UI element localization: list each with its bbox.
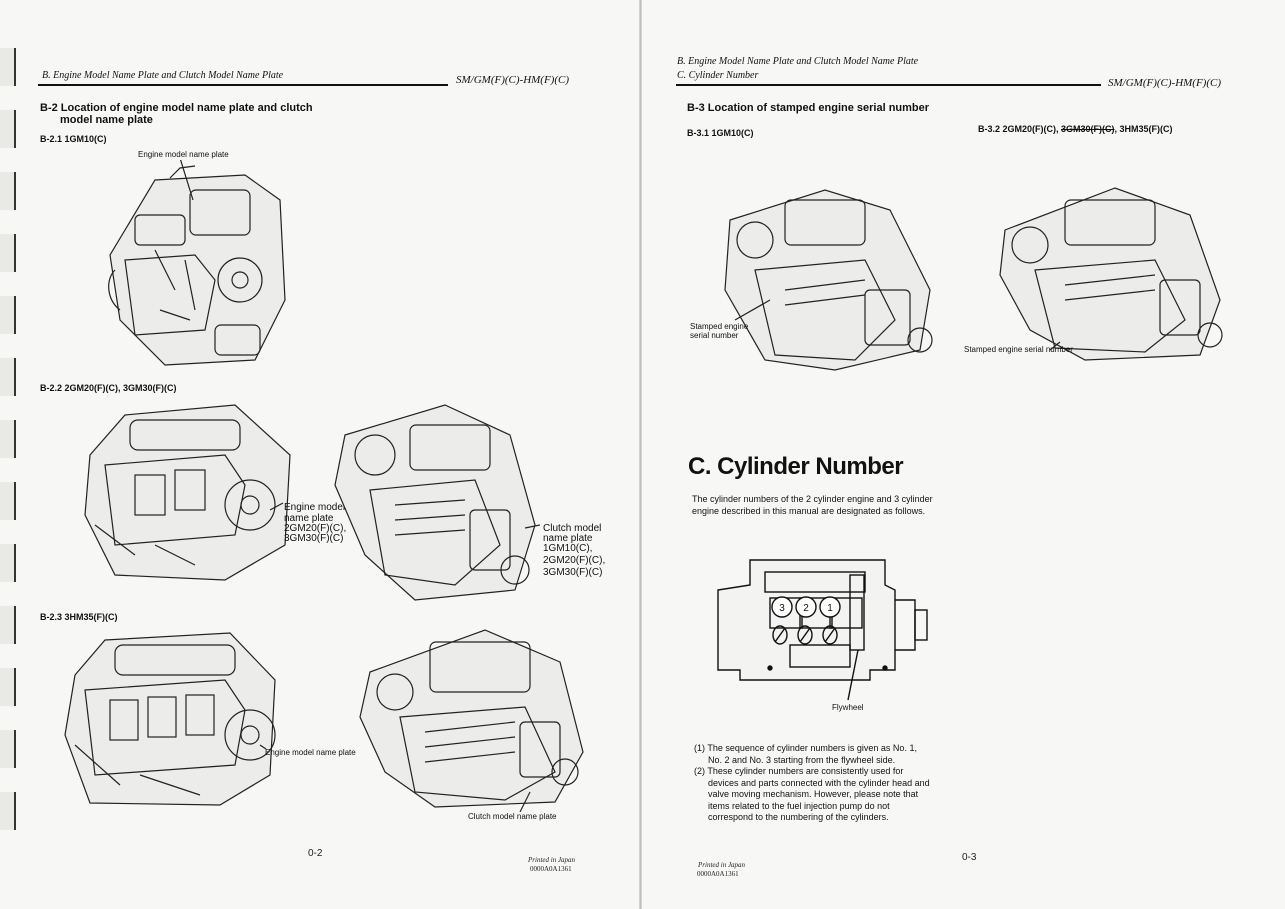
cylinder-intro-1: The cylinder numbers of the 2 cylinder e… (692, 494, 933, 504)
engine-illustration-serial-2gm20 (999, 187, 1223, 361)
b23-clutch-label: Clutch model name plate (468, 812, 557, 821)
b22-engine-label-1: Engine model (284, 502, 346, 513)
b22-clutch-label-4: 2GM20(F)(C), (543, 555, 606, 566)
b23-title: B-2.3 3HM35(F)(C) (40, 612, 118, 622)
page-gutter (639, 0, 642, 909)
binding-hole (0, 48, 16, 86)
b32-title-struck: 3GM30(F)(C) (1061, 124, 1115, 134)
b22-title: B-2.2 2GM20(F)(C), 3GM30(F)(C) (40, 383, 177, 393)
left-page-number: 0-2 (308, 848, 323, 859)
cylinder-3-number: 3 (779, 603, 785, 614)
engine-illustration-3hm35-front (64, 632, 276, 806)
flywheel-label: Flywheel (832, 703, 864, 712)
b23-engine-label: Engine model name plate (265, 748, 356, 757)
right-header-title-1: B. Engine Model Name Plate and Clutch Mo… (677, 56, 919, 67)
right-printed-1: Printed in Japan (698, 861, 746, 869)
b21-label: Engine model name plate (138, 150, 229, 159)
right-printed-2: 0000A0A1361 (697, 870, 739, 878)
cylinder-1-number: 1 (827, 603, 833, 614)
engine-illustration-2gm20-rear (334, 404, 540, 601)
b22-engine-label-3: 2GM20(F)(C), (284, 523, 347, 534)
right-page-number: 0-3 (962, 852, 977, 863)
b31-title: B-3.1 1GM10(C) (687, 128, 754, 138)
cylinder-intro-2: engine described in this manual are desi… (692, 506, 926, 516)
left-printed-2: 0000A0A1361 (530, 865, 572, 873)
b22-clutch-label-5: 3GM30(F)(C) (543, 567, 603, 578)
note-2-line-1: (2) These cylinder numbers are consisten… (694, 766, 904, 776)
engine-illustration-1gm10 (108, 160, 286, 366)
b22-clutch-label-2: name plate (543, 533, 593, 544)
note-2-line-2: devices and parts connected with the cyl… (708, 777, 930, 788)
binding-hole (0, 172, 16, 210)
note-1-line-1: (1) The sequence of cylinder numbers is … (694, 743, 917, 753)
cylinder-diagram: 3 2 1 (717, 559, 928, 700)
right-header-title-2: C. Cylinder Number (677, 70, 759, 81)
b32-label: Stamped engine serial number (964, 345, 1073, 354)
left-section-title-1: B-2 Location of engine model name plate … (40, 102, 313, 114)
note-2-line-5: correspond to the numbering of the cylin… (708, 812, 889, 822)
note-1-line-2: No. 2 and No. 3 starting from the flywhe… (708, 754, 896, 765)
binding-hole (0, 110, 16, 148)
left-header-code: SM/GM(F)(C)-HM(F)(C) (456, 74, 570, 86)
cylinder-markers: 3 2 1 (771, 596, 841, 618)
left-header-rule (38, 84, 448, 86)
binding-hole (0, 234, 16, 272)
b31-label-2: serial number (690, 331, 739, 340)
left-section-title-2: model name plate (60, 114, 153, 126)
binding-hole (0, 606, 16, 644)
binding-hole (0, 544, 16, 582)
binding-hole (0, 482, 16, 520)
cylinder-notes: (1) The sequence of cylinder numbers is … (694, 743, 952, 824)
cylinder-3-circle (771, 596, 793, 618)
engine-illustration-2gm20-front (84, 404, 291, 581)
b21-title: B-2.1 1GM10(C) (40, 134, 107, 144)
engine-illustration-serial-1gm10 (724, 189, 933, 371)
binding-hole (0, 668, 16, 706)
cylinder-2-circle (795, 596, 817, 618)
b22-clutch-label-3: 1GM10(C), (543, 543, 593, 554)
binding-hole (0, 730, 16, 768)
right-header-code: SM/GM(F)(C)-HM(F)(C) (1108, 77, 1222, 89)
left-printed-1: Printed in Japan (528, 856, 576, 864)
engine-illustration-3hm35-rear (359, 629, 584, 812)
b32-title: B-3.2 2GM20(F)(C), 3GM30(F)(C), 3HM35(F)… (978, 124, 1173, 134)
right-header-rule (676, 84, 1101, 86)
b31-label-1: Stamped engine (690, 322, 749, 331)
b22-engine-label-4: 3GM30(F)(C) (284, 533, 344, 544)
binding-hole (0, 358, 16, 396)
b22-clutch-label-1: Clutch model (543, 523, 602, 534)
cylinder-1-circle (819, 596, 841, 618)
note-2-line-4: items related to the fuel injection pump… (708, 800, 890, 811)
binding-hole (0, 792, 16, 830)
left-header-title: B. Engine Model Name Plate and Clutch Mo… (42, 70, 284, 81)
b22-engine-label-2: name plate (284, 513, 334, 524)
note-2-line-3: valve moving mechanism. However, please … (708, 789, 919, 799)
cylinder-2-number: 2 (803, 603, 809, 614)
right-section-title: B-3 Location of stamped engine serial nu… (687, 102, 930, 114)
binding-hole (0, 296, 16, 334)
binding-hole (0, 420, 16, 458)
cylinder-number-title: C. Cylinder Number (688, 453, 904, 480)
